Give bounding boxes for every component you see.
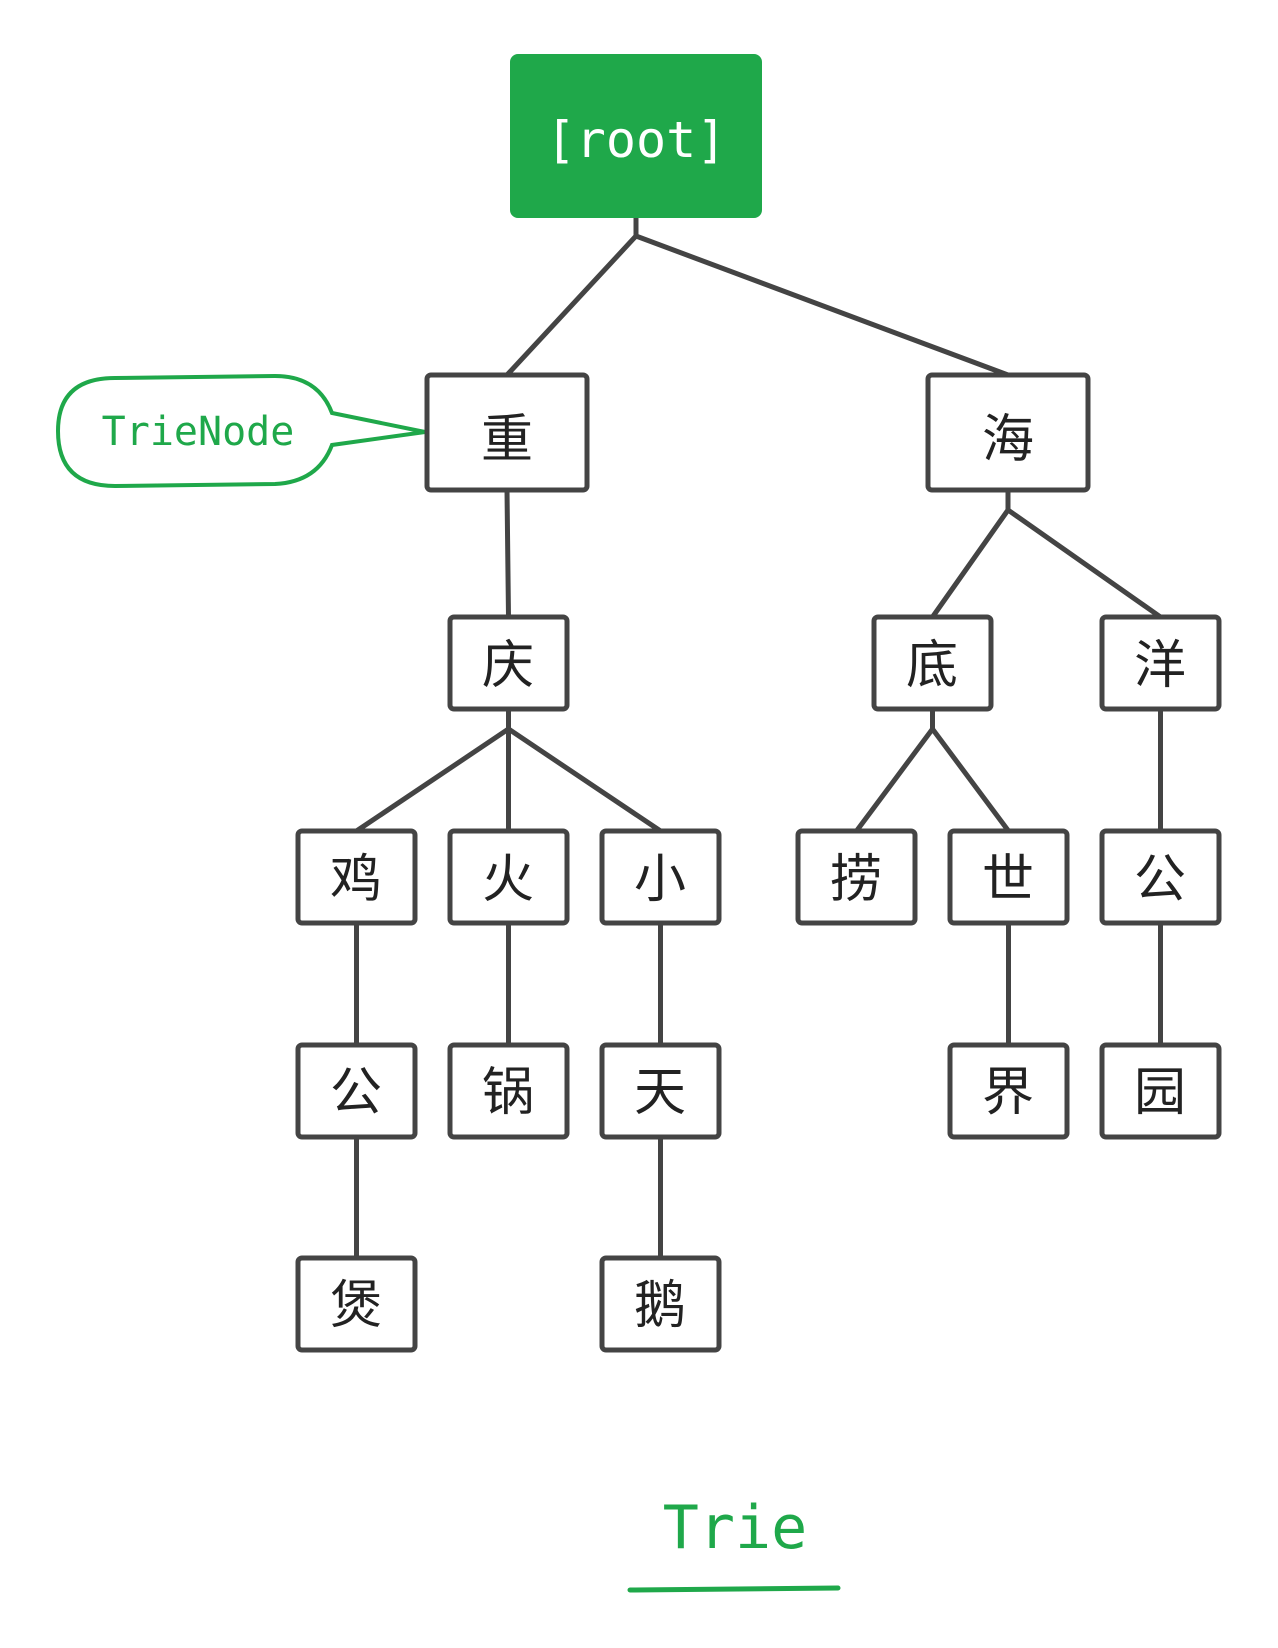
edge-root-zhong — [504, 213, 639, 378]
trie-node-zhong: 重 — [424, 372, 590, 493]
edge-hai-yang — [1005, 487, 1163, 620]
node-label-xiao: 小 — [634, 850, 686, 910]
trie-node-bao: 煲 — [295, 1255, 418, 1353]
trie-node-ji: 鸡 — [295, 828, 418, 926]
node-label-tian: 天 — [634, 1063, 686, 1123]
trie-node-gong1: 公 — [295, 1042, 418, 1140]
trie-node-hai: 海 — [925, 372, 1091, 493]
node-label-zhong: 重 — [481, 410, 533, 470]
node-label-qing: 庆 — [482, 636, 534, 696]
edge-qing-xiao — [506, 706, 663, 834]
callout-label: TrieNode — [102, 409, 295, 455]
edge-zhong-qing — [504, 487, 511, 620]
edge-di-shi — [930, 706, 1011, 834]
node-label-e: 鹅 — [634, 1276, 686, 1336]
node-label-di: 底 — [906, 636, 958, 696]
trie-node-lao: 捞 — [795, 828, 918, 926]
trie-node-huo: 火 — [447, 828, 570, 926]
trie-node-guo: 锅 — [447, 1042, 570, 1140]
caption-underline — [627, 1585, 841, 1593]
trie-node-e: 鹅 — [599, 1255, 722, 1353]
trie-node-yuan: 园 — [1099, 1042, 1222, 1140]
root-node: [root] — [510, 54, 762, 218]
node-label-shi: 世 — [982, 850, 1034, 910]
trie-node-shi: 世 — [947, 828, 1070, 926]
node-label-jie: 界 — [982, 1063, 1034, 1123]
root-label: [root] — [546, 111, 727, 169]
diagram-caption: Trie — [627, 1493, 841, 1593]
node-label-gong1: 公 — [330, 1063, 382, 1123]
node-label-hai: 海 — [982, 410, 1034, 470]
node-label-ji: 鸡 — [330, 850, 382, 910]
trie-nodes: 重 海 庆 底 洋 鸡 火 小 — [295, 372, 1222, 1353]
node-label-yang: 洋 — [1134, 636, 1186, 696]
node-label-huo: 火 — [482, 850, 534, 910]
trie-node-di: 底 — [871, 614, 994, 712]
node-label-bao: 煲 — [330, 1276, 382, 1336]
edge-qing-ji — [354, 706, 511, 834]
root-box — [510, 54, 762, 218]
edge-hai-di — [930, 487, 1011, 620]
trie-node-tian: 天 — [599, 1042, 722, 1140]
trie-node-qing: 庆 — [447, 614, 570, 712]
node-label-gong2: 公 — [1134, 850, 1186, 910]
trie-node-gong2: 公 — [1099, 828, 1222, 926]
trie-edges — [354, 213, 1163, 1261]
callout-trienode: TrieNode — [55, 373, 426, 489]
trie-node-jie: 界 — [947, 1042, 1070, 1140]
callout-bubble — [55, 373, 426, 489]
node-label-lao: 捞 — [830, 850, 882, 910]
trie-node-xiao: 小 — [599, 828, 722, 926]
trie-node-yang: 洋 — [1099, 614, 1222, 712]
node-label-guo: 锅 — [482, 1063, 534, 1123]
edge-root-hai — [633, 213, 1011, 378]
node-label-yuan: 园 — [1134, 1063, 1186, 1123]
caption-label: Trie — [663, 1493, 808, 1563]
edge-di-lao — [854, 706, 935, 834]
